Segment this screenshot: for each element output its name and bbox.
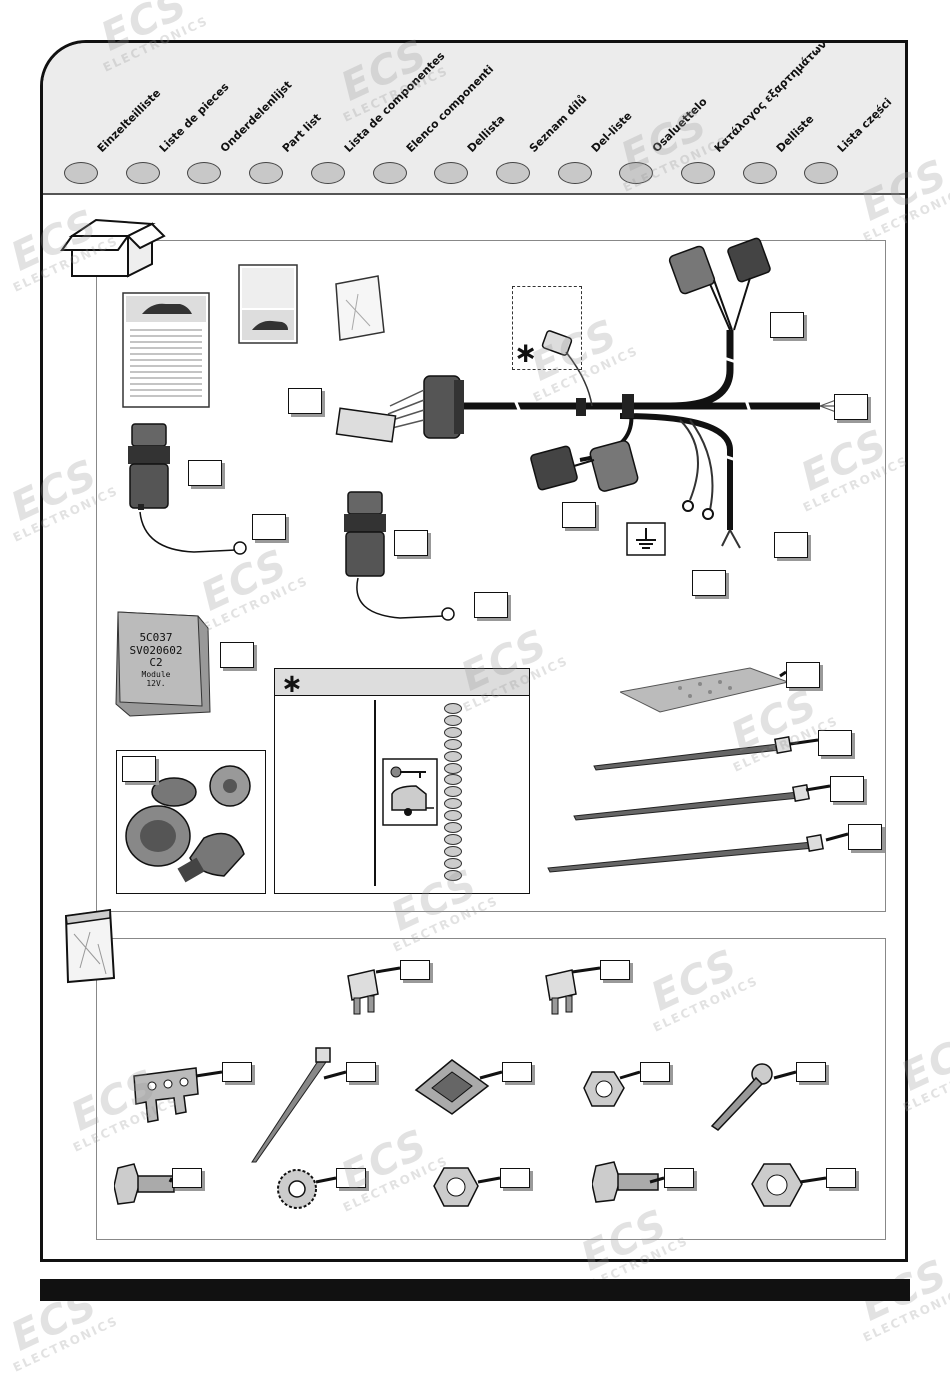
part-number-box [640,1062,670,1082]
pin-oval [444,857,462,869]
part-number-box [502,1062,532,1082]
language-checkbox[interactable] [742,162,777,184]
part-number-box [826,1168,856,1188]
part-number-box [400,960,430,980]
pin-oval [444,738,462,750]
part-number-box [770,312,804,338]
pin-oval [444,833,462,845]
part-number-box [664,1168,694,1188]
bag-icon [64,908,116,984]
language-checkbox[interactable] [372,162,407,184]
nut-small [583,1071,625,1107]
toothed-washer [277,1169,317,1209]
part-number-box [692,570,726,596]
switch-connector-left [128,423,247,555]
language-checkbox[interactable] [64,162,98,184]
key-caravan-pictogram [382,758,438,826]
key-icon [390,766,426,778]
part-number-box [172,1168,202,1188]
language-checkbox[interactable] [310,162,345,184]
language-checkbox[interactable] [619,162,654,184]
pin-oval [444,845,462,857]
wiring-harness [335,237,838,549]
pin-oval [444,714,462,726]
pin-oval [444,774,462,786]
switch-connector-center [344,491,455,621]
cable-tie-short [593,736,792,771]
caravan-icon [391,785,434,816]
part-number-box [774,532,808,558]
part-number-box [474,592,508,618]
module-line-2: SV020602 [129,643,183,657]
part-number-box [562,502,596,528]
pin-oval [444,703,462,714]
hex-bolt-left [114,1163,175,1205]
box-icon [60,218,166,278]
plastic-bag [335,275,385,341]
part-number-box [818,730,852,756]
part-number-box [346,1062,376,1082]
callout-leaders [168,670,849,1184]
pin-oval [444,786,462,798]
fitting-instructions [238,264,298,344]
pin-oval [444,822,462,833]
fuse-left [347,969,379,1015]
optional-table-header: ∗ [275,669,529,699]
part-number-box [336,1168,366,1188]
part-number-box [834,394,868,420]
language-checkbox[interactable] [434,162,469,184]
part-number-box [600,960,630,980]
part-number-box [796,1062,826,1082]
language-checkbox[interactable] [557,162,592,184]
hex-bolt-right [592,1161,659,1203]
instruction-sheet [122,292,210,408]
ground-symbol-icon [626,522,666,556]
part-number-box [122,756,156,782]
language-checkbox[interactable] [249,162,284,184]
pin-oval [444,869,462,881]
pin-oval [444,726,462,738]
language-checkbox[interactable] [681,162,715,184]
part-number-box [188,460,222,486]
part-number-box [848,824,882,850]
module-label: 5C037 SV020602 C2 Module 12V. [114,631,198,689]
footer-bar [40,1279,910,1301]
part-number-box [222,1062,252,1082]
module-line-1: 5C037 [139,631,173,644]
part-number-box [830,776,864,802]
optional-connector-box [512,286,582,370]
part-number-box [786,662,820,688]
module-line-5: 12V. [146,679,166,689]
hex-nut-large [751,1163,803,1207]
pin-oval [444,762,462,774]
part-number-box [220,642,254,668]
cable-tie-small [251,1047,331,1163]
trailer-socket [125,765,251,883]
control-module [115,611,211,717]
language-checkbox[interactable] [187,162,222,184]
pin-oval [444,750,462,762]
machine-screw [710,1063,773,1131]
mounting-bracket [133,1067,199,1123]
part-number-box [394,530,428,556]
module-line-4: Module [141,669,171,679]
hex-nut-center [433,1167,479,1207]
cable-tie-long [547,834,824,873]
part-number-box [500,1168,530,1188]
optional-asterisk: ∗ [514,336,538,369]
language-checkbox[interactable] [495,162,530,184]
tie-mount-base [414,1059,490,1115]
fuse-right [545,969,577,1015]
pin-oval [444,798,462,810]
module-line-3: C2 [149,656,163,670]
part-number-box [288,388,322,414]
language-checkbox[interactable] [804,162,839,184]
pin-oval [444,810,462,822]
part-number-box [252,514,286,540]
language-checkbox[interactable] [125,162,160,184]
table-divider [374,700,376,886]
cable-tie-medium [573,784,810,821]
